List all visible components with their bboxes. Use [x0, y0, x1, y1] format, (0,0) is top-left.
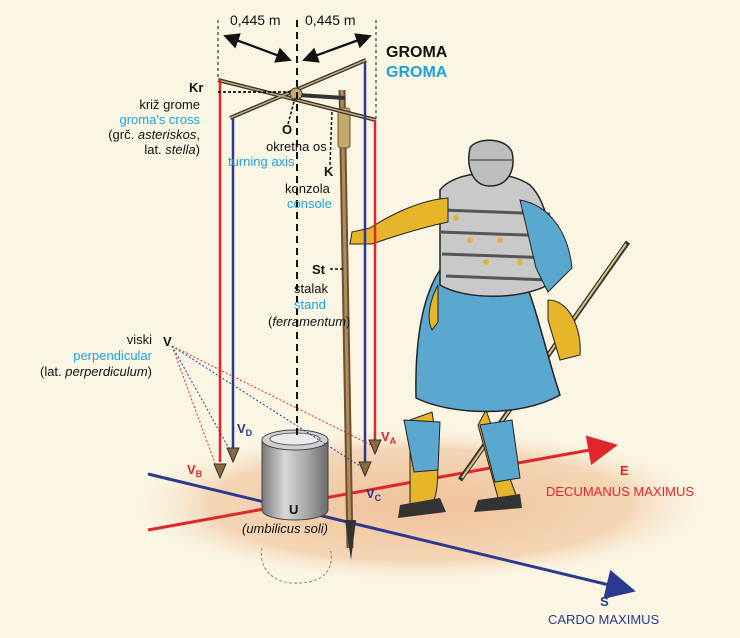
- weight-a-label: VA: [381, 429, 397, 446]
- roman-soldier: [349, 139, 631, 518]
- console-label-hr: konzola: [285, 181, 330, 196]
- stand-code: St: [312, 262, 325, 277]
- plumb-code: V: [163, 334, 172, 349]
- decumanus-code: E: [620, 463, 629, 478]
- stand-label-latin: (ferramentum): [268, 314, 351, 329]
- cross-label-hr: križ grome: [139, 97, 200, 112]
- axis-code: O: [282, 122, 293, 137]
- plumb-bob-b: [213, 463, 227, 480]
- cross-label-en: groma's cross: [119, 112, 200, 127]
- console-code: K: [324, 164, 334, 179]
- cross-label-latin: lat. stella): [144, 142, 200, 157]
- stand-label-en: stand: [294, 297, 326, 312]
- cross-code: Kr: [189, 80, 204, 95]
- fan-to-a: [171, 345, 374, 447]
- groma-cross-arms: [217, 58, 377, 122]
- dimension-right-label: 0,445 m: [305, 12, 356, 28]
- dim-arrow-right2: [302, 35, 370, 63]
- dim-arrow-left2: [225, 35, 292, 63]
- axis-label-en: turning axis: [228, 154, 295, 169]
- groma-stand: [297, 89, 356, 560]
- decumanus-label: DECUMANUS MAXIMUS: [546, 484, 695, 499]
- title-en: GROMA: [386, 64, 448, 81]
- plumb-bob-d: [226, 447, 240, 464]
- weight-c-label: VC: [366, 486, 382, 503]
- ground-stone: [260, 547, 332, 584]
- cardo-label: CARDO MAXIMUS: [548, 612, 660, 627]
- cardo-line: [147, 472, 636, 599]
- plumb-bob-a: [368, 439, 382, 456]
- console-label-en: console: [287, 196, 332, 211]
- umbilicus-label: (umbilicus soli): [242, 521, 328, 536]
- plumb-bob-c: [358, 461, 372, 478]
- axis-label-hr: okretna os: [266, 139, 327, 154]
- weight-b-label: VB: [187, 462, 203, 479]
- umbilicus-stone: [261, 429, 329, 521]
- plumb-label-latin: (lat. perperdiculum): [39, 364, 152, 379]
- umbilicus-code: U: [289, 502, 299, 517]
- fan-to-b: [171, 345, 217, 467]
- plumb-label-block: viski perpendicular (lat. perperdiculum): [40, 332, 152, 380]
- weight-d-label: VD: [237, 421, 253, 438]
- stand-label-hr: stalak: [294, 281, 328, 296]
- dimension-left-label: 0,445 m: [230, 12, 281, 28]
- fan-to-d: [171, 345, 232, 453]
- cardo-code: S: [600, 594, 609, 609]
- cross-label-greek: (grč. asteriskos,: [108, 127, 200, 142]
- cross-label-block: križ grome groma's cross (grč. asterisko…: [108, 97, 200, 157]
- plumb-label-en: perpendicular: [73, 348, 152, 363]
- title-hr: GROMA: [386, 44, 448, 61]
- plumb-label-hr: viski: [126, 332, 152, 347]
- decumanus-line: [147, 435, 618, 532]
- leader-k: [329, 109, 333, 166]
- leader-o: [287, 97, 296, 125]
- fan-to-c: [171, 345, 364, 469]
